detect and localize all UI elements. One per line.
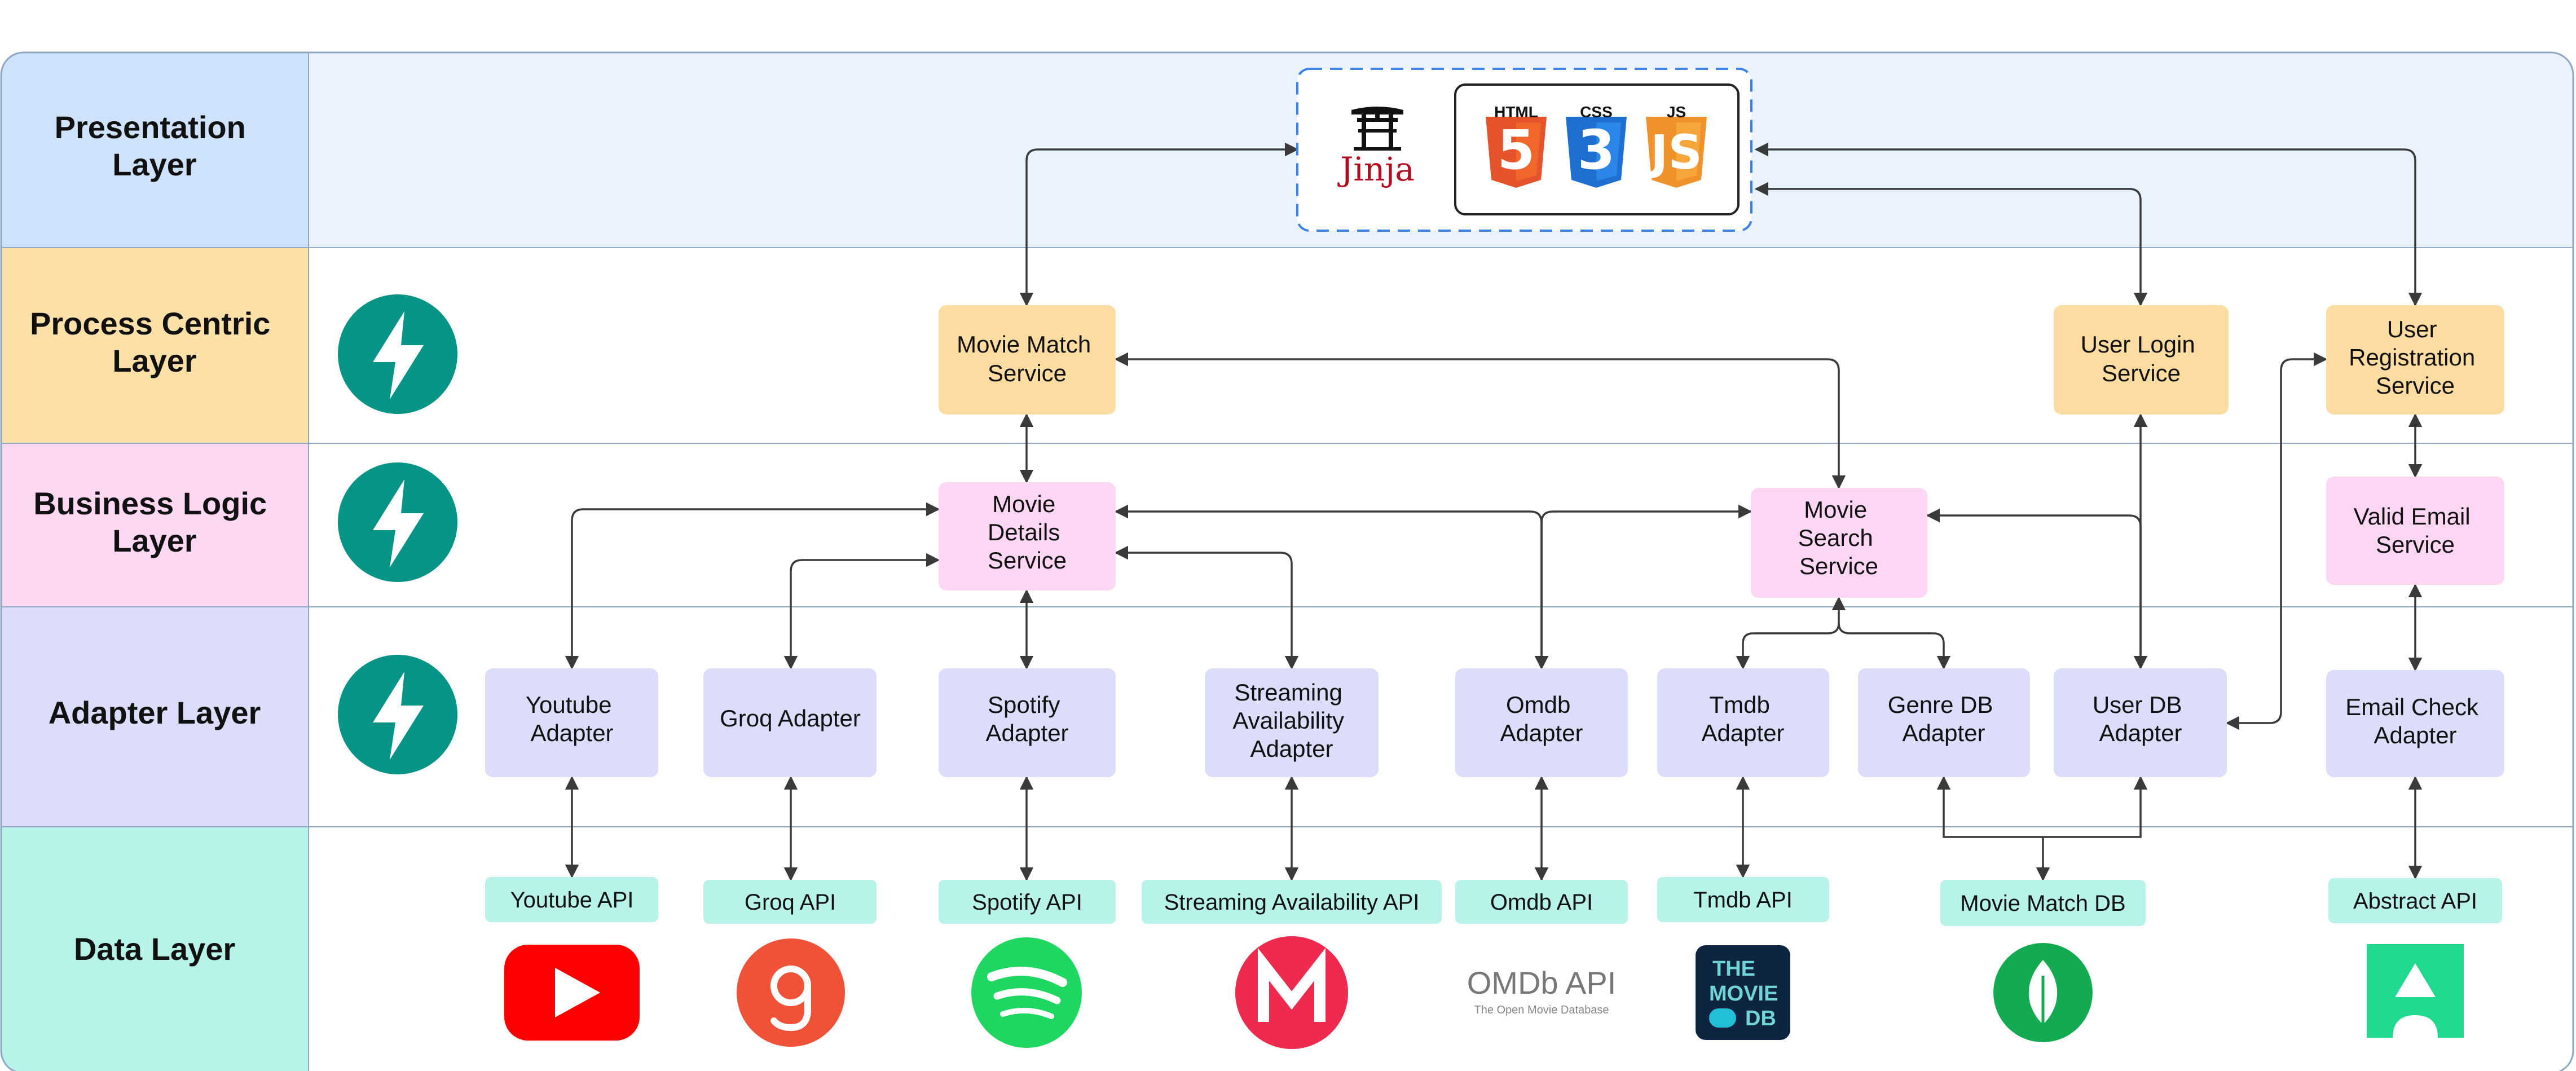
- spotify-api-box[interactable]: [939, 880, 1116, 924]
- streaming-availability-adapter-box[interactable]: [1205, 668, 1379, 777]
- movie-match-db-box[interactable]: [1940, 880, 2146, 926]
- spotify-api-label: Spotify API: [972, 890, 1082, 915]
- svg-text:JS: JS: [1648, 125, 1702, 180]
- css3-label: CSS: [1580, 103, 1613, 121]
- data-layer-label: Data Layer: [74, 931, 235, 967]
- spotify-icon: [971, 937, 1082, 1048]
- html5-icon: 5: [1486, 117, 1547, 188]
- email-check-adapter-label: Email Check Adapter: [2345, 694, 2485, 748]
- data-layer-label-cell: [1, 827, 309, 1071]
- movie-match-service-box[interactable]: [939, 305, 1116, 415]
- movie-search-service-box[interactable]: [1751, 488, 1927, 598]
- omdb-logo-subtitle: The Open Movie Database: [1474, 1004, 1609, 1016]
- user-login-service-label: User Login Service: [2081, 331, 2202, 386]
- movie-details-service-label: Movie Details Service: [988, 491, 1067, 574]
- html5-label: HTML: [1494, 103, 1538, 121]
- streaming-m-icon: [1235, 936, 1348, 1049]
- business-layer-label: Business Logic Layer: [33, 486, 275, 558]
- groq-adapter-box[interactable]: [703, 668, 877, 777]
- svg-text:3: 3: [1578, 118, 1615, 182]
- js-label: JS: [1667, 103, 1686, 121]
- adapter-layer-label-cell: [1, 607, 309, 827]
- omdb-logo-title: OMDb API: [1467, 965, 1617, 1001]
- youtube-api-label: Youtube API: [510, 888, 634, 913]
- genre-db-adapter-label: Genre DB Adapter: [1888, 691, 2000, 746]
- business-layer-label-cell: [1, 443, 309, 607]
- user-registration-service-box[interactable]: [2326, 305, 2504, 415]
- mongodb-leaf-icon: [1993, 943, 2093, 1042]
- svg-text:DB: DB: [1745, 1007, 1776, 1030]
- omdb-api-box[interactable]: [1455, 880, 1628, 924]
- spotify-adapter-box[interactable]: [939, 668, 1116, 777]
- tmdb-api-label: Tmdb API: [1693, 888, 1793, 913]
- movie-match-service-label: Movie Match Service: [957, 331, 1098, 386]
- jinja-torii-icon: [1351, 107, 1403, 151]
- groq-logo-icon: [737, 938, 845, 1047]
- omdb-adapter-box[interactable]: [1455, 668, 1628, 777]
- tmdb-adapter-label: Tmdb Adapter: [1701, 691, 1784, 746]
- fastapi-lightning-icon: [338, 462, 457, 582]
- svg-text:5: 5: [1498, 118, 1535, 182]
- streaming-availability-api-box[interactable]: [1142, 880, 1442, 924]
- presentation-layer-label: Presentation Layer: [55, 109, 255, 182]
- user-db-adapter-label: User DB Adapter: [2093, 691, 2189, 746]
- movie-match-db-label: Movie Match DB: [1960, 891, 2125, 916]
- groq-api-label: Groq API: [745, 890, 836, 915]
- tmdb-logo: THE MOVIE DB: [1696, 945, 1790, 1040]
- omdb-adapter-label: Omdb Adapter: [1500, 691, 1583, 746]
- tmdb-api-box[interactable]: [1657, 877, 1829, 922]
- fastapi-lightning-icon: [338, 294, 457, 414]
- omdb-api-label: Omdb API: [1490, 890, 1593, 915]
- svg-text:THE: THE: [1712, 957, 1755, 981]
- movie-search-service-label: Movie Search Service: [1798, 496, 1880, 579]
- process-layer-label-cell: [1, 248, 309, 443]
- fastapi-lightning-icon: [338, 655, 457, 774]
- youtube-adapter-box[interactable]: [485, 668, 658, 777]
- connectors: [565, 142, 2423, 882]
- omdb-logo: OMDb API The Open Movie Database: [1467, 965, 1617, 1016]
- valid-email-service-label: Valid Email Service: [2354, 503, 2477, 558]
- process-layer-label: Process Centric Layer: [30, 306, 279, 378]
- svg-text:MOVIE: MOVIE: [1709, 982, 1778, 1006]
- abstract-api-icon: [2367, 944, 2464, 1038]
- presentation-layer-label-cell: [1, 52, 309, 248]
- tmdb-adapter-box[interactable]: [1657, 668, 1829, 777]
- youtube-api-box[interactable]: [485, 877, 658, 922]
- genre-db-adapter-box[interactable]: [1858, 668, 2030, 777]
- user-login-service-box[interactable]: [2054, 305, 2229, 415]
- youtube-play-icon: [504, 945, 640, 1041]
- valid-email-service-box[interactable]: [2326, 477, 2504, 585]
- abstract-api-box[interactable]: [2328, 878, 2502, 923]
- adapter-layer-label: Adapter Layer: [49, 695, 261, 730]
- abstract-api-label: Abstract API: [2353, 889, 2477, 914]
- email-check-adapter-box[interactable]: [2326, 670, 2504, 777]
- js-icon: JS: [1646, 117, 1707, 188]
- groq-adapter-label: Groq Adapter: [720, 705, 861, 731]
- movie-details-service-box[interactable]: [939, 482, 1116, 590]
- groq-api-box[interactable]: [703, 880, 877, 924]
- streaming-availability-adapter-label: Streaming Availability Adapter: [1232, 679, 1350, 762]
- streaming-availability-api-label: Streaming Availability API: [1164, 890, 1420, 915]
- user-registration-service-label: User Registration Service: [2349, 316, 2482, 399]
- jinja-logo-text: Jinja: [1337, 150, 1415, 188]
- user-db-adapter-box[interactable]: [2054, 668, 2227, 777]
- css3-icon: 3: [1566, 117, 1627, 188]
- diagram-frame: [0, 51, 2574, 1071]
- spotify-adapter-label: Spotify Adapter: [985, 691, 1068, 746]
- youtube-adapter-label: Youtube Adapter: [526, 691, 618, 746]
